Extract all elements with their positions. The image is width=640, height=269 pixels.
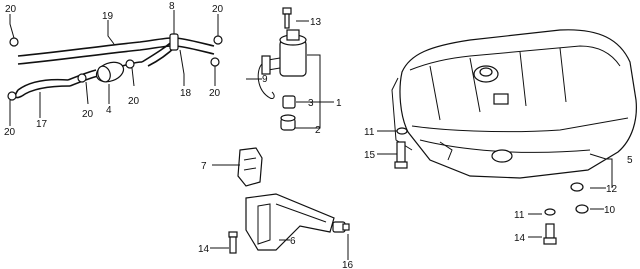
callout-19: 19	[102, 11, 114, 22]
fuel-hose-17	[14, 78, 71, 99]
callout-14: 14	[514, 233, 526, 244]
callout-6: 6	[290, 236, 296, 247]
hose-clamps-20	[7, 35, 223, 101]
callout-17: 17	[36, 119, 48, 130]
callout-4: 4	[106, 105, 112, 116]
callout-11: 11	[364, 127, 375, 138]
bolt-14-center	[228, 231, 238, 254]
callout-18: 18	[180, 88, 192, 99]
tank-bolt-15	[394, 141, 408, 169]
bolt-13	[282, 7, 292, 29]
nut-16	[332, 221, 350, 233]
callout-numbers: 20 19 8 20 9 13 3 1 2 20 18 20 20 4 17 2…	[4, 1, 633, 269]
callout-20: 20	[209, 88, 221, 99]
callout-16: 16	[342, 260, 354, 269]
callout-5: 5	[627, 155, 633, 166]
callout-20: 20	[4, 127, 16, 138]
tank-washer-11b	[544, 208, 556, 216]
tank-bolt-10	[575, 204, 589, 214]
fuel-hose-19	[17, 37, 173, 65]
pump-grommet-3	[282, 95, 296, 109]
callout-13: 13	[310, 17, 322, 28]
callout-8: 8	[169, 1, 175, 12]
callout-20: 20	[82, 109, 94, 120]
callout-20: 20	[5, 4, 17, 15]
callout-15: 15	[364, 150, 376, 161]
pump-mount-2	[280, 114, 296, 131]
hose-clamp-8	[169, 33, 179, 51]
callout-20: 20	[128, 96, 140, 107]
callout-9: 9	[262, 74, 268, 85]
callout-11: 11	[514, 210, 525, 221]
fuel-pump-1	[261, 29, 307, 77]
callout-3: 3	[308, 98, 314, 109]
callout-14: 14	[198, 244, 210, 255]
callout-20: 20	[212, 4, 224, 15]
pump-wire-9	[257, 63, 275, 99]
callout-12: 12	[606, 184, 618, 195]
callout-10: 10	[604, 205, 616, 216]
leader-lines	[9, 10, 613, 260]
callout-1: 1	[336, 98, 342, 109]
callout-7: 7	[201, 161, 207, 172]
mounting-bracket-6	[245, 193, 335, 251]
callout-2: 2	[315, 125, 321, 136]
tank-bolt-14-right	[543, 223, 557, 245]
tank-strap-washer-11a	[396, 127, 408, 135]
fuel-tank-5	[391, 29, 637, 179]
pump-bracket-7	[237, 147, 263, 187]
tank-grommet-12	[570, 182, 584, 192]
